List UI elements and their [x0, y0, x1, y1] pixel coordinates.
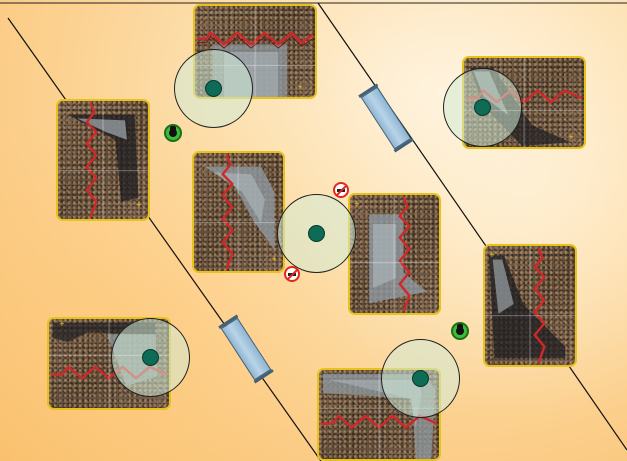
tile-corner-mark: +: [59, 321, 65, 328]
tile-terrain: [58, 101, 148, 219]
tile-center[interactable]: +: [192, 151, 285, 273]
zone-bottom-left[interactable]: [111, 318, 190, 397]
bridge-lower[interactable]: [221, 318, 272, 381]
tile-far-right[interactable]: +: [483, 244, 577, 367]
zone-center-dot: [142, 349, 159, 366]
zone-center-dot: [205, 80, 222, 97]
creature-token-icon: [169, 129, 177, 137]
zone-center[interactable]: [277, 194, 356, 273]
tile-center-right[interactable]: +: [348, 193, 441, 315]
creature-token-icon: [456, 327, 464, 335]
tile-corner-mark: +: [354, 201, 360, 208]
tile-corner-mark: +: [568, 134, 574, 141]
tile-corner-mark: +: [271, 256, 277, 263]
no-entry-marker-upper[interactable]: [333, 182, 349, 198]
tile-terrain: [194, 153, 283, 271]
zone-top-right[interactable]: [443, 68, 522, 147]
no-entry-marker-lower[interactable]: [284, 266, 300, 282]
zone-top-center[interactable]: [174, 49, 253, 128]
creature-token-right[interactable]: [451, 322, 469, 340]
tile-left-middle[interactable]: +: [56, 99, 150, 221]
bridge-upper[interactable]: [361, 87, 412, 150]
tile-corner-mark: +: [489, 252, 495, 259]
tile-corner-mark: +: [136, 202, 142, 209]
zone-center-dot: [308, 225, 325, 242]
zone-bottom-center[interactable]: [381, 339, 460, 418]
zone-center-dot: [412, 370, 429, 387]
tile-corner-mark: +: [297, 84, 303, 91]
zone-center-dot: [474, 99, 491, 116]
creature-token-left[interactable]: [164, 124, 182, 142]
tile-terrain: [485, 246, 575, 365]
tile-terrain: [350, 195, 439, 313]
no-entry-icon: [288, 273, 296, 276]
no-entry-icon: [337, 189, 345, 192]
